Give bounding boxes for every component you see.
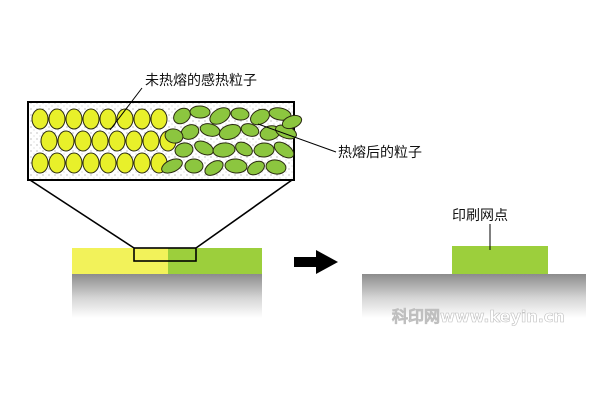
particle xyxy=(82,152,100,174)
particle xyxy=(99,152,117,174)
particle xyxy=(48,152,66,174)
particle xyxy=(57,130,75,152)
particle xyxy=(204,160,224,176)
particle xyxy=(164,128,184,144)
particle xyxy=(31,152,49,174)
particle xyxy=(74,130,92,152)
leader-fused xyxy=(257,123,337,153)
particle xyxy=(133,108,151,130)
particle xyxy=(82,108,100,130)
base-shadow-left xyxy=(72,274,262,318)
particle xyxy=(48,108,66,130)
particle xyxy=(161,158,183,174)
particle xyxy=(265,159,287,175)
particle xyxy=(173,107,191,125)
base-shadow-right xyxy=(362,274,586,318)
particle xyxy=(116,152,134,174)
particle xyxy=(253,142,275,158)
particle xyxy=(230,107,250,121)
label-unfused-particles: 未热熔的感热粒子 xyxy=(145,72,257,89)
particle xyxy=(189,105,211,119)
particle xyxy=(40,130,58,152)
leader-unfused xyxy=(109,87,143,131)
particle xyxy=(150,108,168,130)
particle xyxy=(108,130,126,152)
particle xyxy=(142,130,160,152)
print-dot-block xyxy=(452,246,548,274)
particle xyxy=(224,158,248,174)
particle xyxy=(240,123,260,137)
particle xyxy=(65,152,83,174)
label-fused-particles: 热熔后的粒子 xyxy=(338,145,422,161)
zoom-line-left xyxy=(29,179,135,249)
particle xyxy=(209,107,231,125)
particle xyxy=(133,152,151,174)
label-print-dot: 印刷网点 xyxy=(452,208,508,224)
particle xyxy=(174,142,194,158)
unfused-particles-group xyxy=(31,108,177,174)
particle xyxy=(273,141,295,159)
particle xyxy=(125,130,143,152)
particle xyxy=(99,108,117,130)
particle xyxy=(235,141,253,157)
particle xyxy=(31,108,49,130)
particle xyxy=(218,123,242,141)
particle xyxy=(91,130,109,152)
right-arrow-icon xyxy=(294,250,338,274)
particle xyxy=(65,108,83,130)
zoom-line-right xyxy=(195,179,293,249)
zoom-source-box xyxy=(133,247,197,262)
particle xyxy=(184,158,204,174)
particle xyxy=(247,160,265,176)
particle xyxy=(281,114,303,130)
fused-particles-group xyxy=(161,105,303,176)
watermark: 科印网www.keyin.cn xyxy=(392,307,565,326)
particle xyxy=(116,108,134,130)
particle xyxy=(212,142,236,158)
